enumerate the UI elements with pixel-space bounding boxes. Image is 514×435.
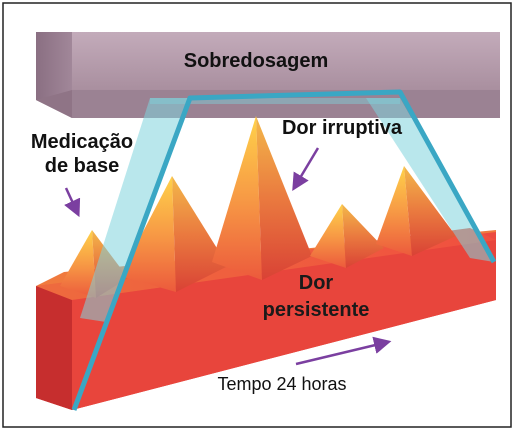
breakthrough-pain-arrow	[292, 147, 320, 192]
breakthrough-peaks	[60, 116, 456, 298]
medication-outline	[71, 89, 497, 411]
peak-4	[310, 204, 384, 268]
persistent-pain-label-line2: persistente	[263, 299, 370, 321]
peak-3	[212, 116, 312, 280]
peak-2	[120, 176, 228, 292]
time-arrow	[295, 336, 392, 366]
breakthrough-pain-label: Dor irruptiva	[282, 117, 403, 139]
persistent-pain-label-line1: Dor	[299, 272, 334, 294]
base-medication-arrow	[64, 187, 81, 218]
overdose-block	[36, 32, 500, 118]
base-medication-label-line1: Medicação	[31, 131, 133, 153]
peak-5	[376, 166, 456, 256]
base-medication-band	[71, 89, 497, 411]
time-label: Tempo 24 horas	[217, 374, 346, 394]
overdose-label: Sobredosagem	[184, 50, 328, 72]
base-medication-label-line2: de base	[45, 155, 119, 177]
